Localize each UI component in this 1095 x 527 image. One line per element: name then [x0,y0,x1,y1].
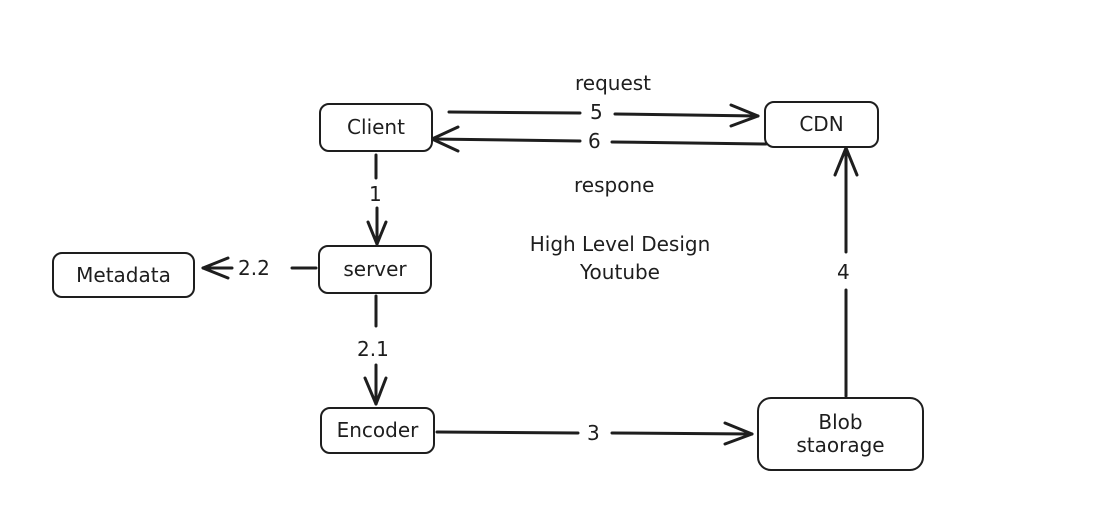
edge-label-encoder-to-blob: 3 [587,421,600,445]
cdn-node[interactable]: CDN [764,101,879,148]
cdn-node-label: CDN [799,112,844,136]
edge-label-client-to-server: 1 [369,182,382,206]
diagram-title: High Level Design Youtube [505,230,735,286]
blob-storage-node-label: Blob staorage [796,410,885,457]
encoder-node-label: Encoder [336,418,419,442]
arrowhead-blob-to-cdn [833,146,859,177]
edge-label-blob-to-cdn: 4 [837,260,850,284]
edge-label-server-to-encoder: 2.1 [357,337,389,361]
arrowhead-client-to-server [366,220,388,246]
response-annotation: respone [574,173,655,197]
diagram-title-line-2: Youtube [580,260,660,284]
encoder-node[interactable]: Encoder [320,407,435,454]
arrowhead-encoder-to-blob [723,421,754,446]
metadata-node[interactable]: Metadata [52,252,195,298]
metadata-node-label: Metadata [76,262,171,287]
arrowhead-client-to-cdn [729,103,760,128]
client-node-label: Client [347,115,405,139]
arrow-encoder-to-blob [435,430,754,436]
request-annotation: request [575,71,652,95]
edge-label-server-to-metadata: 2.2 [238,256,270,280]
edge-label-client-to-cdn: 5 [590,100,603,124]
client-node[interactable]: Client [319,103,433,152]
edge-label-cdn-to-client: 6 [588,129,601,153]
arrow-cdn-to-client [430,137,768,146]
blob-storage-node[interactable]: Blob staorage [757,397,924,471]
arrow-client-to-cdn [447,110,760,118]
server-node[interactable]: server [318,245,432,294]
diagram-title-line-1: High Level Design [529,232,711,256]
arrowhead-server-to-metadata [201,256,230,280]
arrow-client-to-server [374,153,379,246]
arrowhead-server-to-encoder [363,376,388,406]
server-node-label: server [343,257,407,281]
